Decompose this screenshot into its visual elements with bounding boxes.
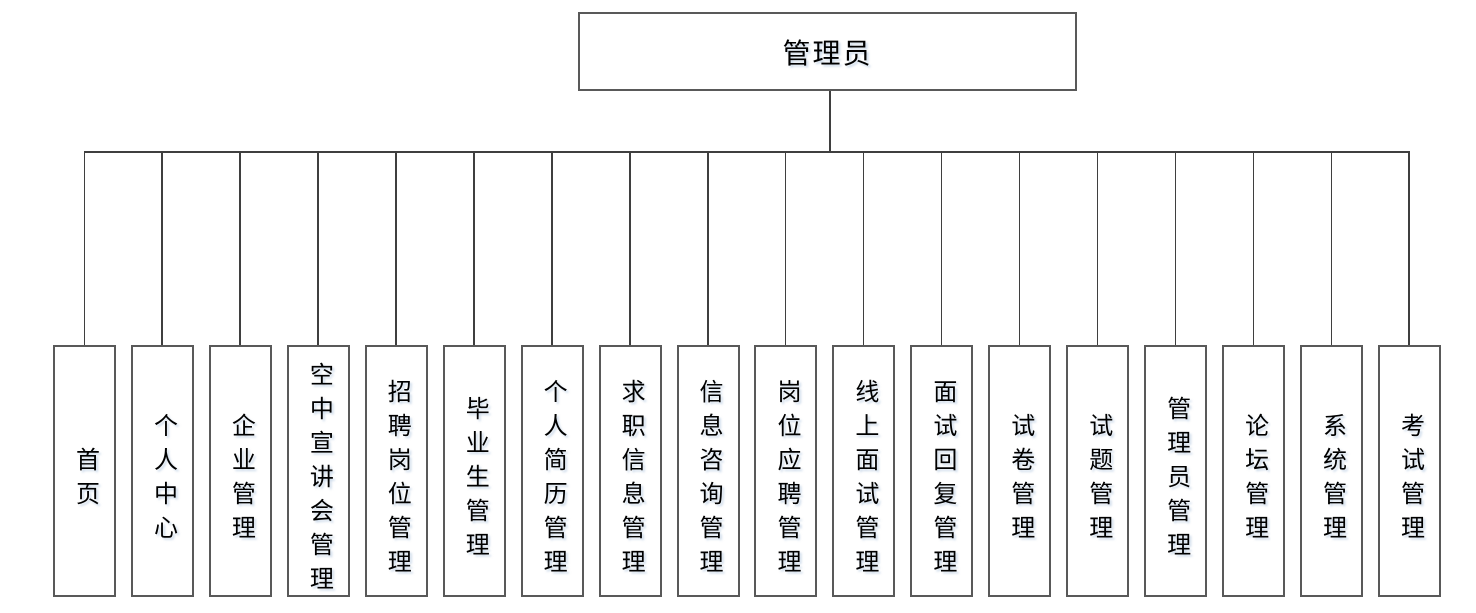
connector-line (1408, 153, 1410, 345)
child-node: 考试管理 (1377, 153, 1441, 597)
child-node-label: 试卷管理 (1006, 413, 1034, 549)
connector-line (1252, 153, 1255, 345)
connector-line (940, 153, 943, 345)
child-node: 企业管理 (208, 153, 272, 597)
child-nodes-row: 首页 个人中心 企业管理 空中宣讲会管理 招聘岗位管理 毕业生管理 个人简历管理… (53, 153, 1441, 600)
connector-line (317, 153, 319, 345)
child-node-label: 考试管理 (1396, 413, 1424, 549)
connector-line (473, 153, 475, 345)
child-node: 论坛管理 (1222, 153, 1286, 597)
child-node: 试题管理 (1066, 153, 1130, 597)
child-node: 毕业生管理 (442, 153, 506, 597)
child-node-label: 个人中心 (149, 413, 177, 549)
child-node: 个人简历管理 (520, 153, 584, 597)
root-node: 管理员 (578, 12, 1077, 91)
child-node-label: 面试回复管理 (928, 379, 956, 583)
connector-line (1096, 153, 1099, 345)
child-node-label: 线上面试管理 (850, 379, 878, 583)
connector-line (629, 153, 631, 345)
child-node-label: 岗位应聘管理 (772, 379, 800, 583)
child-node: 个人中心 (130, 153, 194, 597)
root-node-label: 管理员 (782, 37, 873, 69)
child-node-label: 论坛管理 (1240, 413, 1268, 549)
child-node: 求职信息管理 (598, 153, 662, 597)
connector-line (395, 153, 397, 345)
child-node-label: 个人简历管理 (539, 379, 567, 583)
bus-connector-line (84, 151, 1410, 153)
child-node-label: 企业管理 (227, 413, 255, 549)
child-node: 首页 (53, 153, 116, 597)
connector-line (551, 153, 553, 345)
child-node: 系统管理 (1300, 153, 1363, 597)
connector-line (83, 153, 85, 345)
child-node-label: 系统管理 (1318, 413, 1346, 549)
connector-line (1018, 153, 1021, 345)
child-node-label: 招聘岗位管理 (383, 379, 411, 583)
connector-line (784, 153, 787, 345)
child-node: 岗位应聘管理 (754, 153, 818, 597)
child-node-label: 求职信息管理 (617, 379, 645, 583)
connector-line (1330, 153, 1332, 345)
child-node: 面试回复管理 (910, 153, 974, 597)
child-node-label: 试题管理 (1084, 413, 1112, 549)
child-node: 试卷管理 (988, 153, 1052, 597)
child-node-label: 首页 (71, 447, 99, 515)
child-node: 线上面试管理 (832, 153, 896, 597)
connector-line (707, 153, 709, 345)
connector-line (161, 153, 163, 345)
child-node-label: 空中宣讲会管理 (305, 362, 333, 600)
connector-line (239, 153, 241, 345)
root-connector-line (829, 91, 831, 151)
child-node: 空中宣讲会管理 (286, 153, 350, 600)
child-node: 信息咨询管理 (676, 153, 740, 597)
connector-line (862, 153, 865, 345)
connector-line (1174, 153, 1177, 345)
child-node: 管理员管理 (1144, 153, 1208, 597)
child-node-label: 毕业生管理 (461, 396, 489, 566)
child-node-label: 管理员管理 (1162, 396, 1190, 566)
child-node-label: 信息咨询管理 (695, 379, 722, 583)
child-node: 招聘岗位管理 (364, 153, 428, 597)
